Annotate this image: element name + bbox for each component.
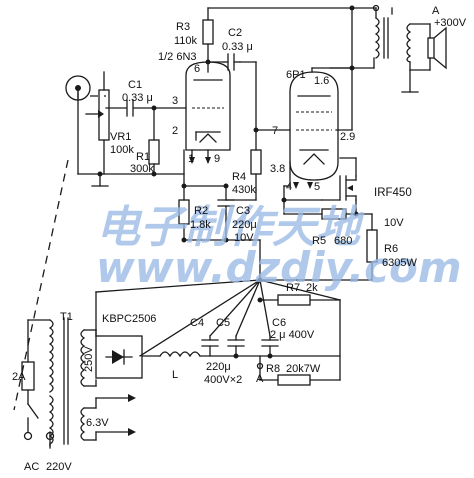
mains-voltage: 220V (46, 461, 72, 473)
node-a-label: A (256, 373, 264, 385)
tube2-pin-h2: 5 (314, 181, 320, 193)
r3-value: 110k (174, 35, 198, 47)
fuse-label: 2A (12, 371, 26, 383)
heater-label: 6.3V (86, 417, 109, 429)
r6-value: 6305W (382, 257, 417, 269)
junctions (97, 5, 359, 283)
tube1-pin-heater1: 1 (188, 153, 194, 165)
tube1-ref: 1/2 6N3 (158, 51, 197, 63)
watermark-line2: www.dzdiy.com (96, 243, 462, 292)
r2-ref: R2 (194, 205, 208, 217)
choke-ref: L (172, 369, 178, 381)
upper-passives (13, 19, 378, 411)
tube2-pin-plate: 1.6 (314, 75, 329, 87)
r8-ref: R8 (266, 363, 280, 375)
tube2-ref: 6P1 (286, 69, 306, 81)
r1-value: 300k (130, 163, 154, 175)
r5-ref: R5 (312, 235, 326, 247)
r4-value: 430k (232, 184, 256, 196)
tube2-pin-g2: 2.9 (340, 131, 355, 143)
c6-ref: C6 (272, 317, 286, 329)
v10-label: 10V (384, 217, 404, 229)
hv-label: +300V (434, 17, 467, 29)
c5-ref: C5 (216, 317, 230, 329)
r5-value: 680 (334, 235, 352, 247)
labels: R3 110k 1/2 6N3 C2 0.33 μ 6 3 2 1 9 C1 0… (12, 5, 467, 473)
c1-value: 0.33 μ (122, 92, 153, 104)
power-supply (21, 279, 341, 449)
c3-value: 220μ (232, 219, 257, 231)
r3-body (202, 19, 214, 45)
c3-voltage: 10V (234, 232, 254, 244)
c1-ref: C1 (128, 79, 142, 91)
filter-caps-value: 220μ (206, 361, 231, 373)
r2-value: 1.8k (190, 219, 211, 231)
vr1-ref: VR1 (110, 131, 131, 143)
r6-ref: R6 (384, 243, 398, 255)
c2-ref: C2 (228, 27, 242, 39)
watermark: 电子制作天地 www.dzdiy.com (96, 202, 462, 292)
r8-value: 20k7W (286, 363, 321, 375)
c2-value: 0.33 μ (222, 41, 253, 53)
r7-ref: R7 (286, 282, 300, 294)
tube-6p1 (289, 71, 339, 189)
r7-value: 2k (306, 282, 318, 294)
output-transformer (372, 4, 447, 70)
tube1-pin-heater2: 9 (214, 153, 220, 165)
mains-type: AC (24, 461, 39, 473)
c6-value: 2 μ 400V (270, 329, 315, 341)
t1-ref: T1 (60, 311, 73, 323)
tube1-pin-cathode: 2 (172, 125, 178, 137)
c4-ref: C4 (190, 317, 204, 329)
watermark-line1: 电子制作天地 (96, 202, 365, 253)
mosfet-ref: IRF450 (374, 187, 412, 199)
tube2-pin-g1: 7 (272, 125, 278, 137)
tube1-pin-plate: 6 (194, 63, 200, 75)
r3-ref: R3 (176, 21, 190, 33)
tube2-pin-h1: 4 (286, 181, 292, 193)
tube1-pin-grid: 3 (172, 95, 178, 107)
tube-6n3 (185, 61, 231, 164)
v250-label: 250V (83, 346, 95, 372)
tube2-pin-cathode: 3.8 (270, 163, 285, 175)
r4-ref: R4 (232, 171, 246, 183)
r1-ref: R1 (136, 151, 150, 163)
bridge-ref: KBPC2506 (102, 313, 156, 325)
hv-node: A (432, 5, 440, 17)
c3-ref: C3 (236, 205, 250, 217)
filter-caps-voltage: 400V×2 (204, 374, 242, 386)
vr1-value: 100k (110, 144, 134, 156)
